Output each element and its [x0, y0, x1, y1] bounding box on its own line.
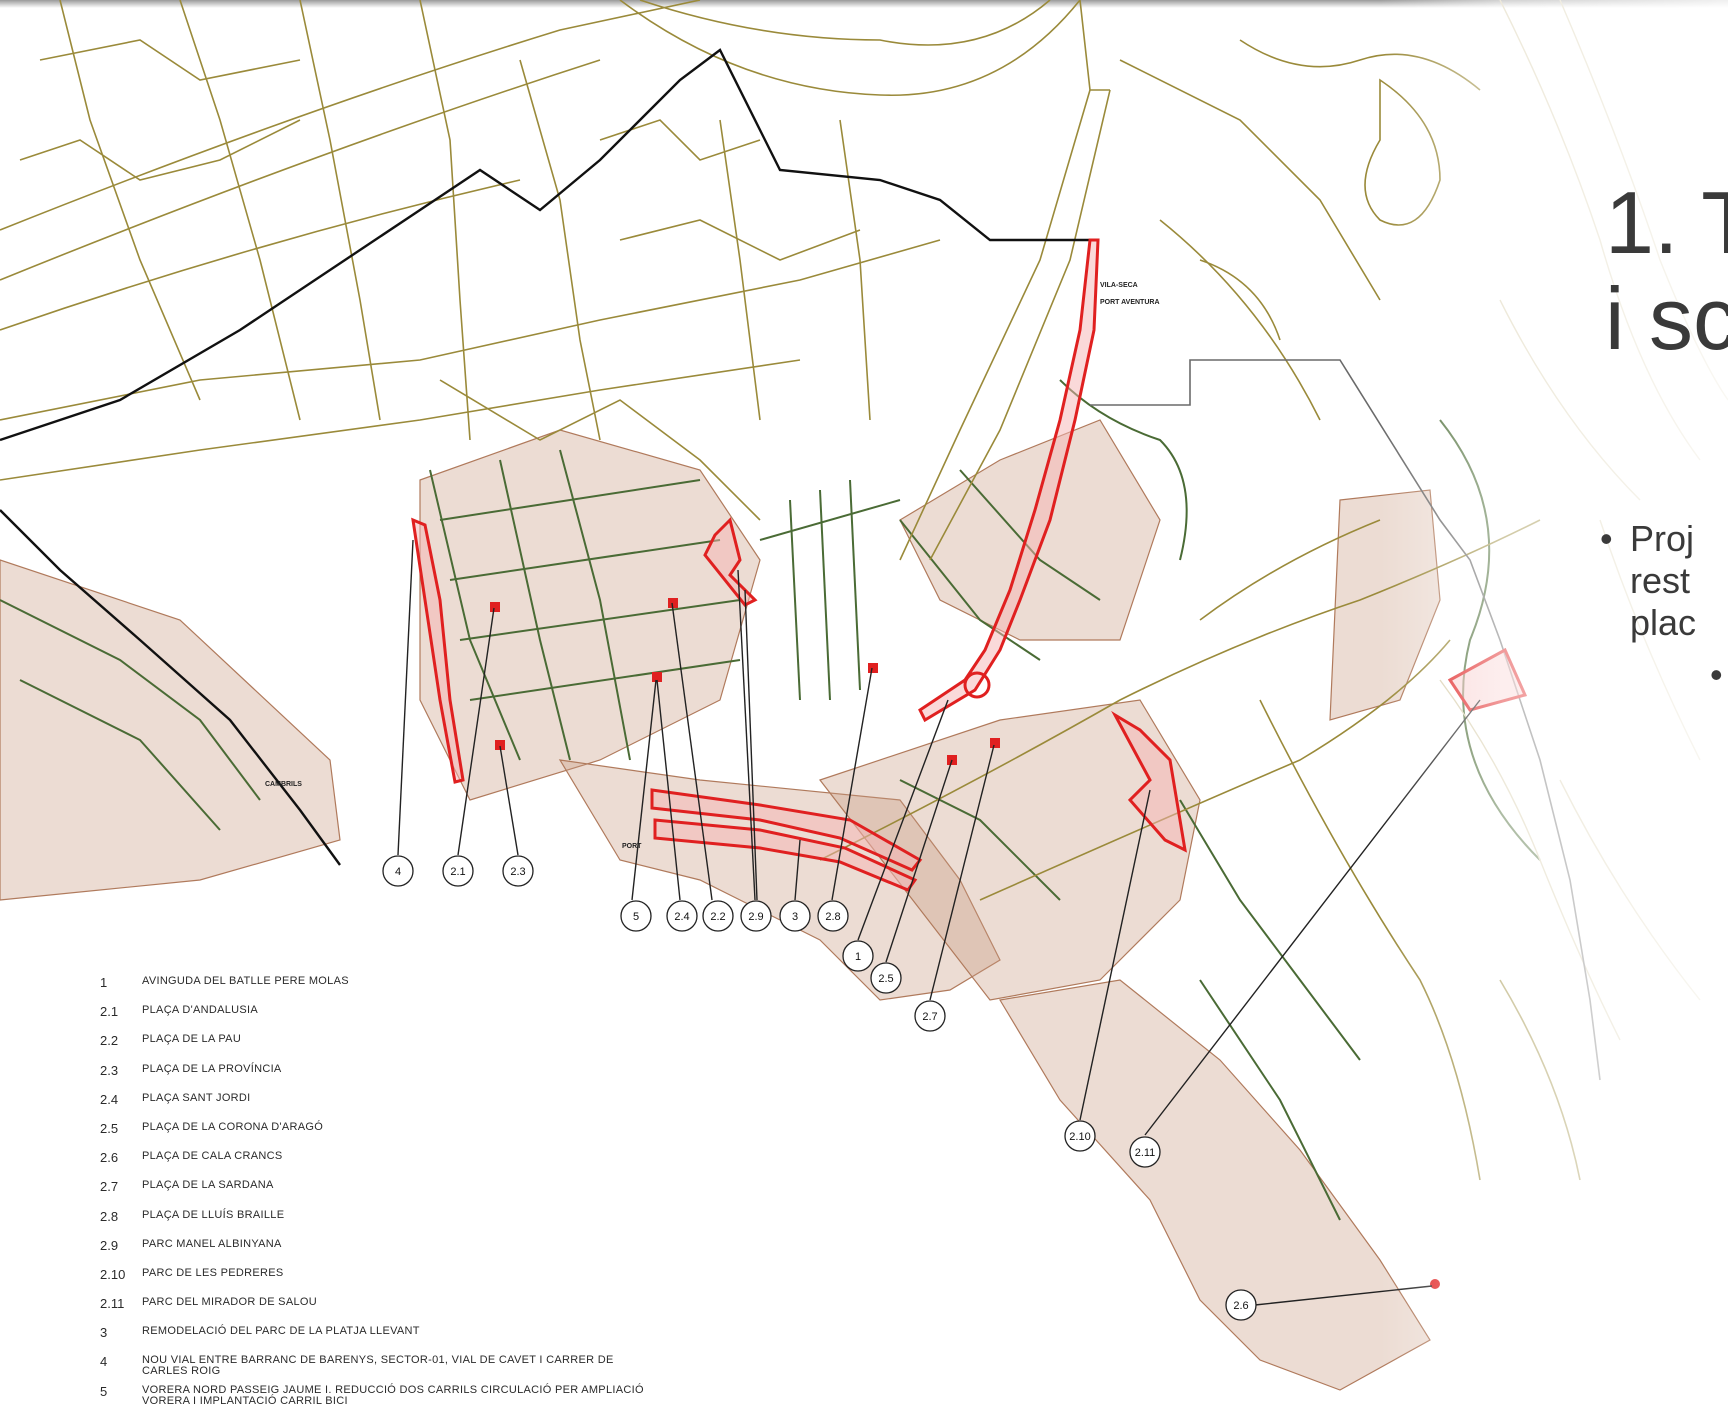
marker-1: 1 [842, 940, 874, 972]
slide-title-line-1: 1. T [1605, 173, 1728, 272]
roundabout [963, 671, 991, 699]
project-2-10-outline [1111, 710, 1187, 853]
marker-2-5: 2.5 [870, 962, 902, 994]
slide-fade-overlay [1380, 0, 1728, 1404]
slide-bullets: Proj rest plac • [1600, 518, 1723, 695]
svg-text:2.2: 2.2 [710, 911, 725, 923]
slide-title-line-2: i sc [1605, 269, 1728, 368]
green-road-network [0, 379, 1541, 1221]
marker-5: 5 [620, 900, 652, 932]
svg-text:2.9: 2.9 [748, 911, 763, 923]
label-port: PORT [622, 843, 642, 850]
marker-2-6: 2.6 [1225, 1289, 1257, 1321]
project-5-outline [650, 788, 923, 872]
marker-2-4: 2.4 [666, 900, 698, 932]
svg-text:3: 3 [792, 911, 798, 923]
svg-text:5: 5 [633, 911, 639, 923]
marker-2-8: 2.8 [817, 900, 849, 932]
svg-text:4: 4 [395, 866, 401, 878]
municipal-boundary [0, 48, 1090, 866]
place-labels: CAMBRILS PORT VILA-SECA PORT AVENTURA [265, 282, 1160, 850]
svg-text:2.3: 2.3 [510, 866, 525, 878]
svg-text:1: 1 [855, 951, 861, 963]
marker-2-11: 2.11 [1129, 1136, 1161, 1168]
label-cambrils: CAMBRILS [265, 781, 302, 788]
marker-2-3: 2.3 [502, 855, 534, 887]
svg-text:2.8: 2.8 [825, 911, 840, 923]
marker-2-7: 2.7 [914, 1000, 946, 1032]
marker-2-2: 2.2 [702, 900, 734, 932]
marker-4: 4 [382, 855, 414, 887]
label-port-aventura: PORT AVENTURA [1100, 299, 1160, 306]
project-1-outline [918, 238, 1100, 723]
marker-3: 3 [779, 900, 811, 932]
svg-text:2.1: 2.1 [450, 866, 465, 878]
project-2-9-outline [703, 517, 758, 607]
marker-labels: 4 2.1 2.3 5 2.4 2.2 2.9 3 2.8 1 2.5 2.7 … [382, 855, 1257, 1321]
project-4-outline [411, 517, 465, 784]
project-3-outline [653, 818, 918, 892]
slide-top-border [0, 0, 1728, 8]
marker-2-9: 2.9 [740, 900, 772, 932]
svg-text:2.10: 2.10 [1069, 1131, 1090, 1143]
svg-text:2.6: 2.6 [1233, 1300, 1248, 1312]
bullet-item-2: • [1710, 654, 1723, 695]
svg-text:2.11: 2.11 [1135, 1147, 1156, 1159]
svg-text:2.7: 2.7 [922, 1011, 937, 1023]
label-vila-seca: VILA-SECA [1100, 282, 1138, 289]
svg-text:2.5: 2.5 [878, 973, 893, 985]
svg-text:2.4: 2.4 [674, 911, 689, 923]
marker-2-1: 2.1 [442, 855, 474, 887]
slide-title: 1. T i sc [1605, 175, 1728, 367]
marker-2-10: 2.10 [1064, 1120, 1096, 1152]
bullet-item-1: Proj rest plac [1600, 518, 1696, 644]
